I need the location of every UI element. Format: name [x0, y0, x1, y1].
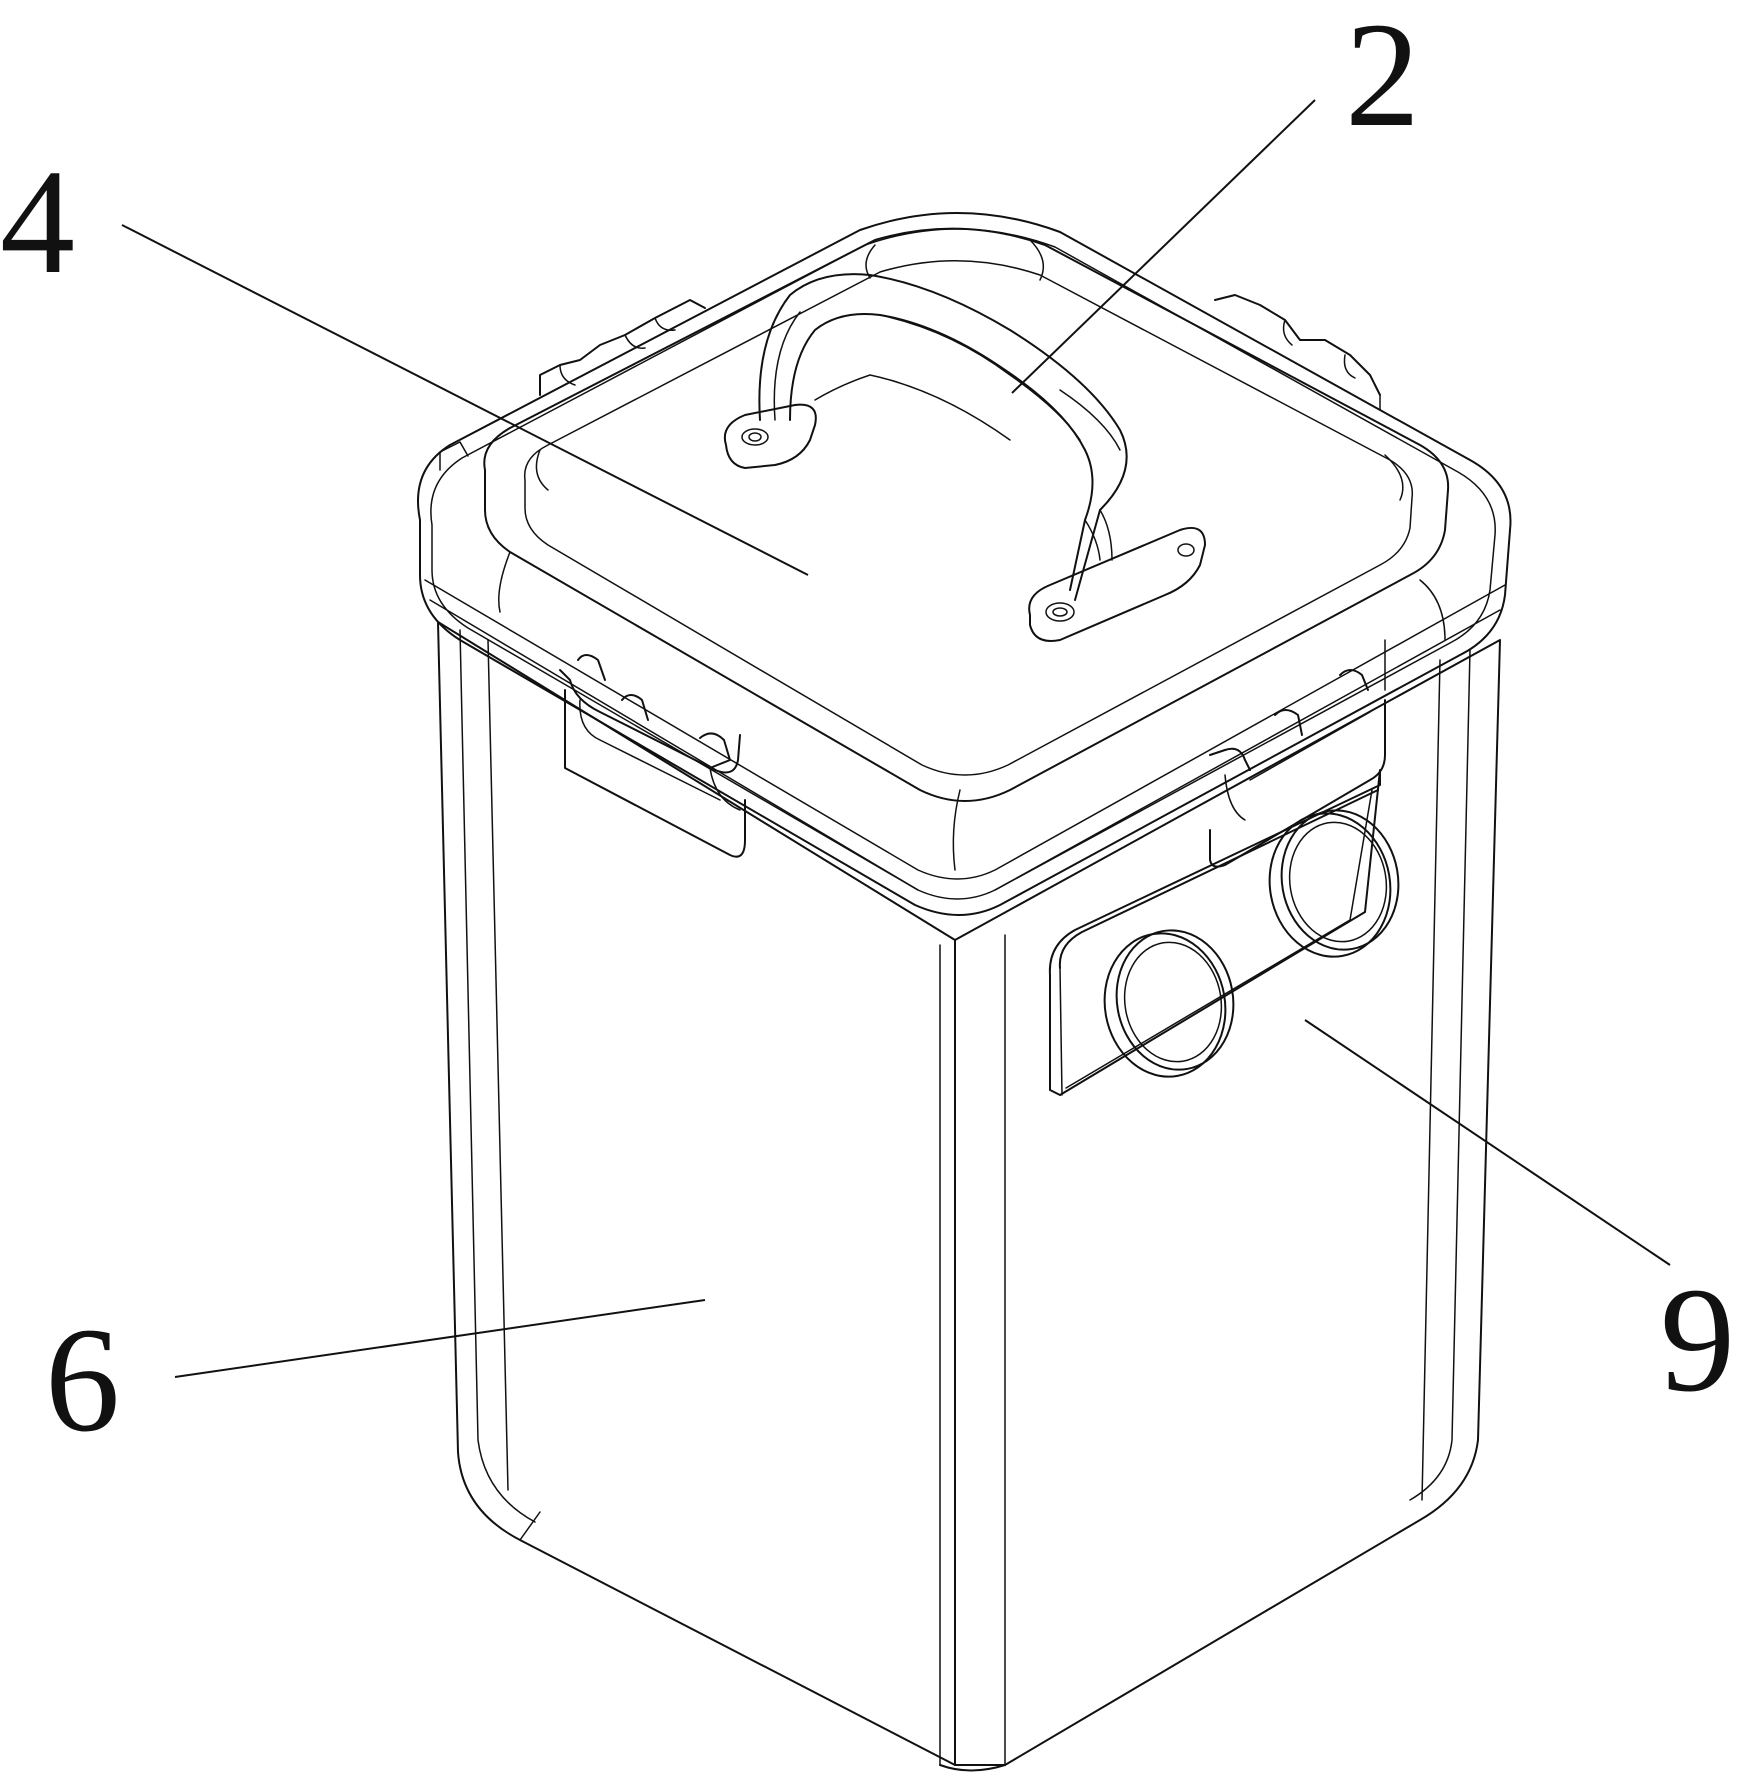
callout-9: 9 — [1660, 1257, 1735, 1423]
port-panel-frame — [1048, 769, 1381, 1096]
callout-labels: 4 2 9 6 — [0, 0, 1735, 1463]
port-panel — [1048, 769, 1400, 1096]
latch-front-left — [559, 654, 746, 858]
body-left-face — [437, 621, 956, 1766]
handle-grip — [758, 273, 1128, 601]
handle-left-base — [723, 403, 817, 469]
lid-rim-outer — [417, 212, 1512, 916]
leader-6 — [174, 1299, 706, 1378]
hinge-back-left — [439, 299, 706, 471]
callout-4: 4 — [0, 139, 75, 305]
leader-2 — [1011, 99, 1316, 394]
hinge-back-right — [1214, 294, 1381, 411]
leader-9 — [1304, 1019, 1671, 1266]
container-body — [437, 621, 1501, 1772]
handle-right-base — [1028, 526, 1206, 642]
callout-2: 2 — [1345, 0, 1420, 158]
callout-6: 6 — [45, 1297, 120, 1463]
handle — [723, 273, 1206, 642]
port-left — [1115, 929, 1235, 1071]
lid-rim — [417, 212, 1512, 916]
latch-front-right — [1209, 639, 1386, 868]
leader-4 — [121, 224, 809, 576]
lid-top-panel — [483, 227, 1450, 802]
leader-lines — [121, 99, 1671, 1378]
lid-top — [483, 227, 1450, 871]
port-right — [1280, 809, 1400, 951]
body-right-face — [954, 639, 1501, 1766]
